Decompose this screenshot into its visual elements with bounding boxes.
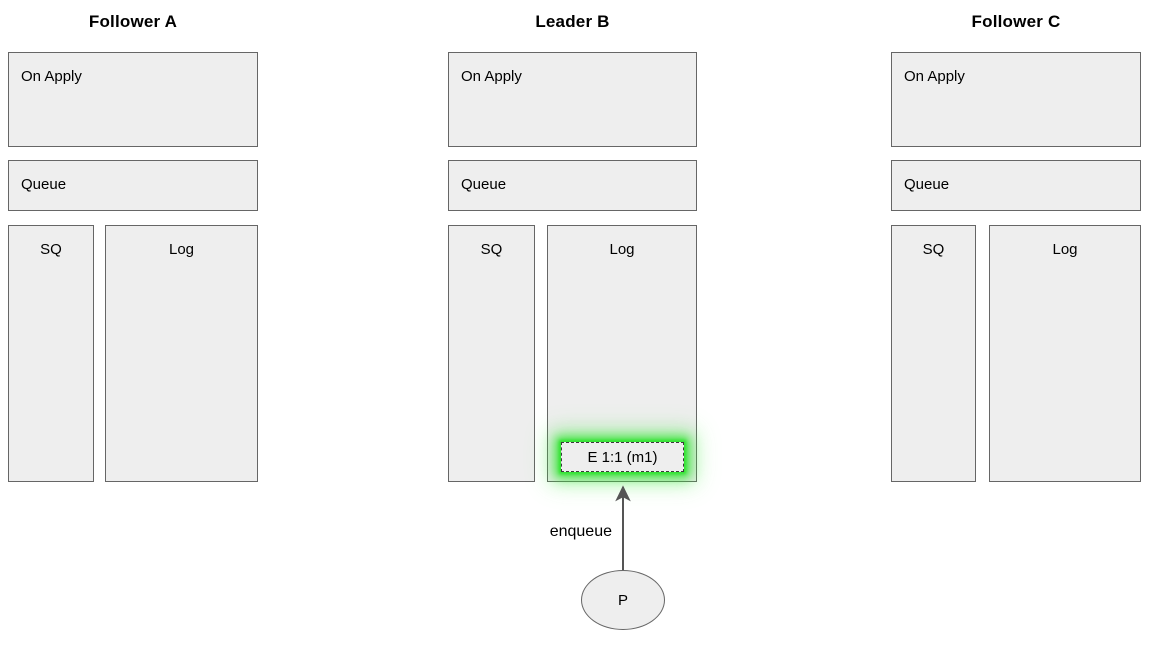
leader-b-log-box[interactable]: Log [547, 225, 697, 482]
follower-a-sq-label: SQ [40, 241, 62, 258]
follower-c-log-label: Log [1052, 241, 1078, 258]
leader-b-queue-box[interactable]: Queue [448, 160, 697, 211]
column-title-follower-c: Follower C [971, 12, 1061, 31]
follower-c-queue-label: Queue [904, 176, 950, 193]
follower-a-queue-box[interactable]: Queue [8, 160, 258, 211]
leader-b-queue-label: Queue [461, 176, 507, 193]
leader-b-on-apply-box[interactable]: On Apply [448, 52, 697, 147]
column-title-follower-a: Follower A [88, 12, 178, 31]
enqueue-edge-label: enqueue [549, 523, 612, 540]
follower-c-queue-box[interactable]: Queue [891, 160, 1141, 211]
follower-a-log-box[interactable]: Log [105, 225, 258, 482]
follower-c-sq-label: SQ [922, 241, 945, 258]
follower-c-on-apply-label: On Apply [904, 68, 965, 85]
leader-b-log-entry-highlighted[interactable]: E 1:1 (m1) [561, 442, 684, 472]
follower-a-on-apply-label: On Apply [21, 68, 82, 85]
follower-c-log-box[interactable]: Log [989, 225, 1141, 482]
follower-a-queue-label: Queue [21, 176, 67, 193]
follower-c-sq-box[interactable]: SQ [891, 225, 976, 482]
leader-b-log-label: Log [609, 241, 635, 258]
leader-b-on-apply-label: On Apply [461, 68, 522, 85]
producer-node[interactable]: P [581, 570, 665, 630]
follower-a-sq-box[interactable]: SQ [8, 225, 94, 482]
follower-c-on-apply-box[interactable]: On Apply [891, 52, 1141, 147]
follower-a-log-label: Log [168, 241, 195, 258]
column-title-leader-b: Leader B [535, 12, 610, 31]
leader-b-sq-box[interactable]: SQ [448, 225, 535, 482]
follower-a-on-apply-box[interactable]: On Apply [8, 52, 258, 147]
leader-b-sq-label: SQ [480, 241, 503, 258]
